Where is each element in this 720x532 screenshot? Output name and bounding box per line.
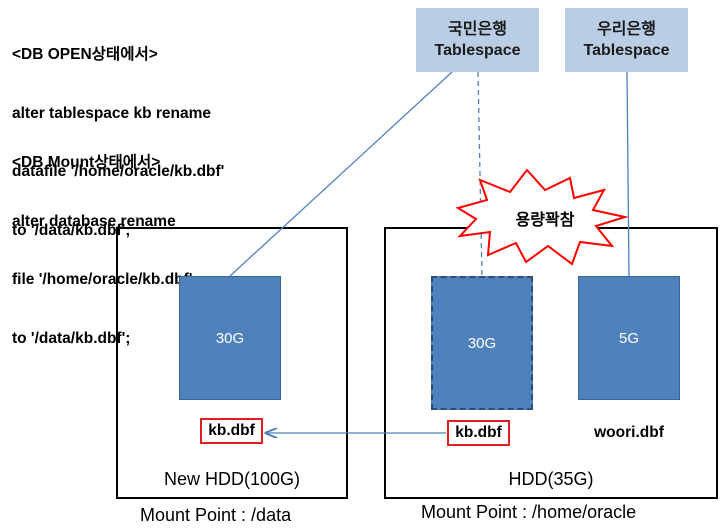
tablespace-kookmin: 국민은행 Tablespace (416, 8, 539, 72)
datafile-new: 30G (179, 276, 281, 400)
tablespace-kookmin-name: 국민은행 (448, 21, 507, 38)
sql-mount-line: alter database rename (12, 212, 176, 230)
datafile-size: 30G (467, 334, 497, 352)
sql-mount-block: <DB Mount상태에서> alter database rename fil… (12, 114, 193, 368)
connector-line (626, 71, 630, 277)
tablespace-woori: 우리은행 Tablespace (565, 8, 688, 72)
datafile-kb-old: 30G (431, 276, 533, 410)
sql-mount-line: file '/home/oracle/kb.dbf' (12, 271, 193, 288)
alert-text: 용량꽉참 (515, 212, 575, 229)
datafile-woori: 5G (578, 276, 680, 400)
mount-point-new: Mount Point : /data (140, 505, 292, 525)
new-hdd-label: New HDD(100G) (163, 469, 301, 489)
filename-woori: woori.dbf (594, 424, 664, 441)
connector-dashed-line (477, 71, 483, 277)
sql-mount-line: to '/data/kb.dbf'; (12, 329, 131, 347)
filename-new: kb.dbf (200, 418, 263, 444)
sql-open-block: <DB OPEN상태에서> alter tablespace kb rename… (12, 6, 224, 260)
new-hdd-box (116, 227, 348, 499)
sql-open-line: to '/data/kb.dbf'; (12, 221, 131, 239)
datafile-size: 30G (215, 329, 245, 347)
old-hdd-label: HDD(35G) (508, 469, 594, 489)
alert-burst (455, 168, 629, 266)
filename-kb-old: kb.dbf (447, 420, 510, 446)
datafile-size: 5G (618, 329, 639, 347)
sql-mount-heading: <DB Mount상태에서> (12, 154, 161, 171)
sql-open-line: alter tablespace kb rename (12, 104, 212, 122)
sql-open-line: datafile '/home/oracle/kb.dbf' (12, 163, 225, 180)
tablespace-woori-type: Tablespace (583, 42, 670, 59)
connector-line (229, 71, 453, 277)
tablespace-woori-name: 우리은행 (597, 21, 656, 38)
sql-open-heading: <DB OPEN상태에서> (12, 46, 158, 63)
tablespace-kookmin-type: Tablespace (434, 42, 521, 59)
mount-point-old: Mount Point : /home/oracle (421, 502, 637, 522)
